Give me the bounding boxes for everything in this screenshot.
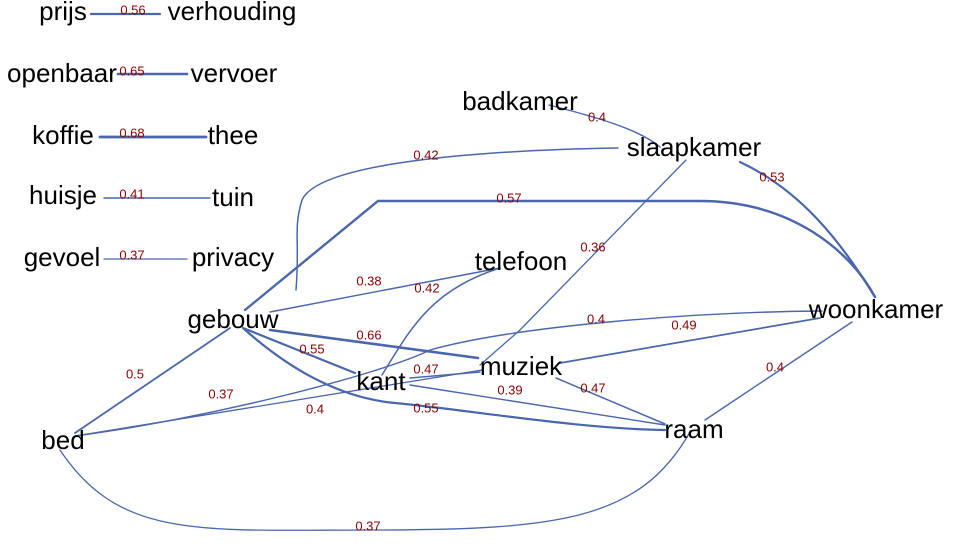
weight-bed-raam: 0.37 <box>355 518 380 533</box>
weight-muziek-woonkamer: 0.49 <box>671 317 696 332</box>
node-slaapkamer: slaapkamer <box>627 132 762 162</box>
weight-gebouw-bed: 0.5 <box>126 366 144 381</box>
node-openbaar: openbaar <box>7 58 117 88</box>
node-muziek: muziek <box>480 351 563 381</box>
weight-bed-woonkamer-2: 0.4 <box>587 311 605 326</box>
edge-raam-woonkamer <box>704 321 853 421</box>
weight-gebouw-muziek: 0.66 <box>356 327 381 342</box>
edge-bed-woonkamer <box>74 310 823 437</box>
edge-gebouw-woonkamer <box>243 199 877 312</box>
weight-gebouw-raam: 0.55 <box>413 400 438 415</box>
weight-kant-raam: 0.39 <box>497 382 522 397</box>
edge-gebouw-raam <box>241 326 667 432</box>
edge-muziek-woonkamer <box>559 317 821 364</box>
node-huisje: huisje <box>29 180 97 210</box>
node-verhouding: verhouding <box>168 0 297 26</box>
node-badkamer: badkamer <box>462 86 578 116</box>
edge-badkamer-slaapkamer <box>548 104 661 148</box>
weight-badkamer-slaapkamer: 0.4 <box>588 109 606 124</box>
weight-telefoon-kant: 0.42 <box>414 280 439 295</box>
node-koffie: koffie <box>32 120 94 150</box>
edge-telefoon-kant <box>381 267 501 376</box>
edge-gebouw-muziek <box>268 328 480 360</box>
node-kant: kant <box>356 366 406 396</box>
edge-kant-muziek <box>409 371 481 379</box>
weight-gevoel-privacy: 0.37 <box>119 247 144 262</box>
weight-huisje-tuin: 0.41 <box>119 186 144 201</box>
edge-slaapkamer-kant <box>479 159 687 366</box>
weight-muziek-raam: 0.47 <box>580 380 605 395</box>
edge-gebouw-kant <box>241 326 357 375</box>
node-gebouw: gebouw <box>187 304 278 334</box>
weight-prijs-verhouding: 0.56 <box>120 2 145 17</box>
weight-gebouw-slaapkamer: 0.42 <box>413 147 438 162</box>
node-raam: raam <box>664 414 723 444</box>
node-telefoon: telefoon <box>475 246 568 276</box>
node-vervoer: vervoer <box>191 58 278 88</box>
weight-slaapkamer-woonkamer: 0.53 <box>759 169 784 184</box>
node-gevoel: gevoel <box>24 242 101 272</box>
node-bed: bed <box>41 425 84 455</box>
weight-koffie-thee: 0.68 <box>119 125 144 140</box>
node-prijs: prijs <box>39 0 87 26</box>
edge-gebouw-telefoon <box>269 267 501 313</box>
weight-gebouw-kant: 0.55 <box>299 341 324 356</box>
weight-kant-muziek: 0.47 <box>413 361 438 376</box>
weight-gebouw-woonkamer: 0.57 <box>496 190 521 205</box>
weight-bed-muziek: 0.37 <box>208 386 233 401</box>
edge-gebouw-slaapkamer <box>295 147 619 291</box>
edge-gebouw-bed <box>74 327 231 434</box>
node-privacy: privacy <box>192 242 274 272</box>
weight-slaapkamer-kant: 0.36 <box>580 239 605 254</box>
node-woonkamer: woonkamer <box>808 294 944 324</box>
nodes-layer: prijs verhouding openbaar vervoer koffie… <box>7 0 943 455</box>
edges-layer <box>59 12 877 531</box>
edge-bed-raam <box>59 431 691 531</box>
weight-gebouw-telefoon: 0.38 <box>356 273 381 288</box>
node-tuin: tuin <box>212 182 254 212</box>
edge-kant-raam <box>409 384 666 426</box>
weights-layer: 0.56 0.65 0.68 0.41 0.37 0.4 0.42 0.53 0… <box>119 2 784 533</box>
weight-raam-woonkamer: 0.4 <box>766 359 784 374</box>
weight-bed-woonkamer: 0.4 <box>306 401 324 416</box>
node-thee: thee <box>208 120 259 150</box>
edge-muziek-raam <box>555 377 666 425</box>
weight-openbaar-vervoer: 0.65 <box>119 63 144 78</box>
